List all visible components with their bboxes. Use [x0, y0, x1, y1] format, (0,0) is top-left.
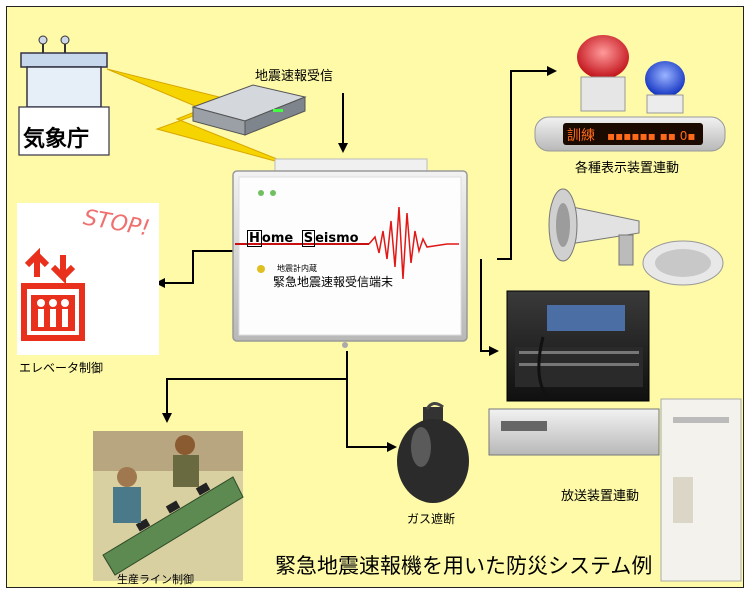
brand-letter-h: H	[247, 230, 262, 247]
device-subtitle-main: 緊急地震速報受信端末	[273, 275, 394, 289]
label-production-line: 生産ライン制御	[117, 573, 194, 586]
label-gas-shutoff: ガス遮断	[407, 512, 456, 526]
diagram-panel: 訓練 ▪▪▪▪▪▪ ▪▪ 0▪	[6, 6, 744, 588]
label-broadcast-link: 放送装置連動	[561, 489, 640, 504]
label-weather-agency: 気象庁	[23, 127, 90, 152]
weather-agency-icon	[18, 35, 110, 156]
label-elevator-control: エレベータ制御	[19, 361, 104, 375]
brand-home: ome	[261, 231, 294, 246]
horn-speaker-icon	[548, 188, 640, 266]
diagram-caption: 緊急地震速報機を用いた防災システム例	[275, 554, 653, 578]
ceiling-speaker-icon	[642, 240, 724, 286]
diagram-graphics: 訓練 ▪▪▪▪▪▪ ▪▪ 0▪	[17, 35, 742, 582]
broadcast-rack-icon	[488, 290, 742, 582]
beacon-lights-icon	[577, 35, 685, 114]
brand-seismo: eismo	[315, 231, 359, 246]
terminal-device	[232, 158, 468, 348]
production-line-icon	[93, 431, 244, 581]
elevator-icon	[17, 203, 159, 355]
seismic-wave-icon	[368, 206, 459, 280]
gas-cylinder-icon	[397, 402, 469, 503]
label-eew-reception: 地震速報受信	[255, 69, 334, 84]
led-display-icon: 訓練 ▪▪▪▪▪▪ ▪▪ 0▪	[534, 116, 726, 152]
device-subtitle-small: 地震計内蔵	[277, 264, 317, 273]
label-display-link: 各種表示装置連動	[575, 161, 680, 176]
connection-arrows	[155, 66, 557, 452]
led-panel-text: 訓練	[567, 128, 595, 144]
svg-text:▪▪▪▪▪▪ ▪▪ 0▪: ▪▪▪▪▪▪ ▪▪ 0▪	[607, 129, 695, 143]
receiver-box-icon	[191, 84, 307, 136]
brand-letter-s: S	[301, 230, 316, 247]
